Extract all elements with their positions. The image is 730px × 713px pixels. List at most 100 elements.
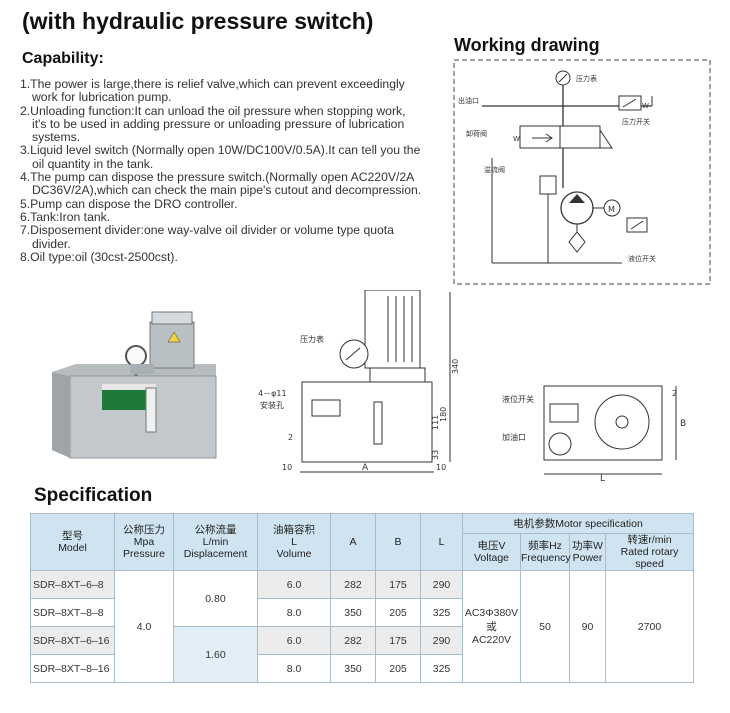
cell-l: 290 [420,626,463,655]
header-a: A [330,513,376,571]
front-dimension-drawing: 压力表 4－φ11 安装孔 A 10 10 2 340 180 111 33 [258,290,460,473]
capability-list: 1.The power is large,there is relief val… [20,77,450,264]
capability-item: 8.Oil type:oil (30cst-2500cst). [20,249,450,264]
dim-2: 2 [288,433,293,442]
cell-volume: 6.0 [257,626,331,655]
motor-body [149,321,195,369]
pump-photo [52,311,217,459]
unload-valve-arrow [532,133,553,143]
schematic-label-unload: 卸荷阀 [466,129,487,138]
dim-label-holes-sub: 安装孔 [260,400,284,410]
unload-valve-right [559,125,601,149]
cell-volume: 8.0 [257,654,331,683]
capability-line: 5.Pump can dispose the DRO controller. [20,196,238,211]
tank-side [52,372,70,458]
sight-glass-outline [373,401,383,445]
page-title: (with hydraulic pressure switch) [22,8,374,34]
gauge-outline-needle [345,347,361,361]
tank-outline [301,381,433,463]
cell-a: 282 [330,570,376,599]
cell-speed: 2700 [604,570,695,683]
motor-cap [151,311,193,325]
capability-line: it's to be used in adding pressure or un… [32,116,405,131]
gauge-photo-icon [125,345,147,367]
capability-item: 2.Unloading function:It can unload the o… [20,103,450,145]
capability-line: systems. [32,130,81,145]
dim-label-gauge: 压力表 [300,334,324,344]
cell-a: 350 [330,598,376,627]
dim-a: A [362,463,369,473]
dim-b: B [680,419,686,429]
unload-spring [599,129,613,149]
pressure-switch-arrow [622,98,637,108]
cell-power: 90 [569,570,606,683]
dim-340: 340 [451,359,460,374]
capability-line: work for lubrication pump. [32,90,172,105]
pump-triangle [569,194,585,203]
capability-heading: Capability: [22,50,104,67]
capability-line: 8.Oil type:oil (30cst-2500cst). [20,249,178,264]
cell-model: SDR–8XT–6–8 [30,570,115,599]
motor-outline [364,290,421,369]
capability-line: 6.Tank:Iron tank. [20,209,111,224]
schematic-label-outlet: 出油口 [458,96,479,105]
cell-displacement-1: 0.80 [173,570,258,627]
fill-port-icon [548,432,572,456]
dim-111: 111 [431,415,440,430]
cell-b: 205 [375,654,421,683]
schematic-label-relief: 溢流阀 [484,165,505,174]
capability-line: divider. [32,236,71,251]
header-l: L [420,513,463,571]
schematic-label-pswitch: 压力开关 [622,117,650,126]
cell-b: 175 [375,570,421,599]
header-b: B [375,513,421,571]
sight-glass [145,387,157,433]
capability-line: 2.Unloading function:It can unload the o… [20,103,406,118]
table-row: SDR–8XT–6–8 4.0 0.80 6.0 282 175 290 AC3… [30,570,695,683]
cell-volume: 6.0 [257,570,331,599]
capability-line: 1.The power is large,there is relief val… [20,77,405,91]
hydraulic-schematic: 压力表 出油口 W 压力开关 W 卸荷阀 溢流阀 M 液位开关 [453,59,711,285]
gauge-needle [558,73,568,83]
nameplate-outline [311,399,341,417]
cell-displacement-2: 1.60 [173,626,258,683]
top-dimension-drawing: 液位开关 加油口 B 2 L [502,385,686,482]
cell-l: 325 [420,598,463,627]
schematic-label-level: 液位开关 [628,254,656,263]
schematic-w-right: W [642,102,649,110]
capability-item: 5.Pump can dispose the DRO controller. [20,196,450,211]
cell-l: 290 [420,570,463,599]
valve-block [130,364,154,374]
cell-a: 282 [330,626,376,655]
dim-label-level: 液位开关 [502,394,534,404]
gauge-outline-icon [339,339,369,369]
motor-fan-hub [615,415,629,429]
dim-2-right: 2 [672,389,677,398]
cell-frequency: 50 [520,570,570,683]
valve-outline [369,367,426,383]
cell-b: 205 [375,598,421,627]
schematic-label-gauge: 压力表 [576,74,597,83]
capability-line: 7.Disposement divider:one way-valve oil … [20,223,394,238]
cell-b: 175 [375,626,421,655]
table-row: SDR–8XT–8–8 8.0 350 205 325 [30,598,694,627]
dim-33: 33 [431,450,440,460]
unload-valve-left [519,125,561,149]
capability-item: 3.Liquid level switch (Normally open 10W… [20,144,450,171]
capability-line: 4.The pump can dispose the pressure swit… [20,170,415,185]
cell-model: SDR–8XT–6–16 [30,626,115,655]
relief-valve [539,175,557,195]
cell-volume: 8.0 [257,598,331,627]
capability-line: 3.Liquid level switch (Normally open 10W… [20,143,421,158]
nameplate-strip [102,384,156,390]
table-row: SDR–8XT–8–16 8.0 350 205 325 [30,654,694,683]
